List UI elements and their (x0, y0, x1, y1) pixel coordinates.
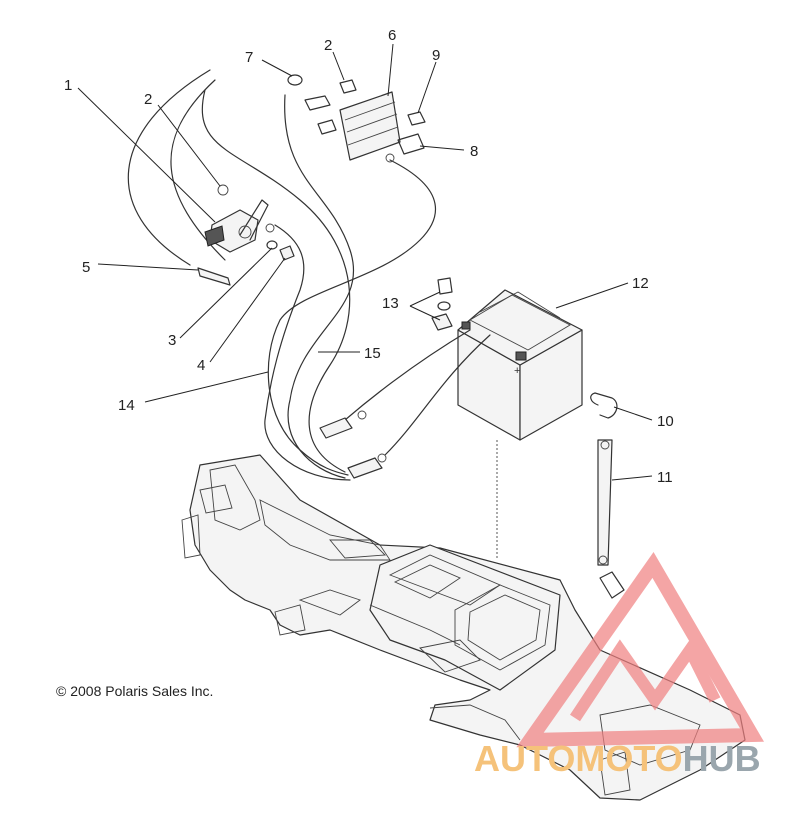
battery: + (457, 289, 583, 560)
callout-11: 11 (657, 469, 673, 486)
callout-12: 12 (632, 275, 649, 292)
floor-tray (181, 454, 746, 801)
callout-labels: 1 2 2 3 4 5 6 7 8 9 10 11 12 13 14 15 (64, 27, 674, 486)
callout-14: 14 (118, 397, 135, 414)
watermark-wordmark: AUTOMOTOHUB (474, 738, 761, 780)
callout-5: 5 (82, 259, 90, 276)
callout-8: 8 (470, 143, 478, 160)
callout-15: 15 (364, 345, 381, 362)
watermark-word-part2: HUB (682, 738, 761, 779)
callout-3: 3 (168, 332, 176, 349)
callout-2a: 2 (144, 91, 152, 108)
cables (127, 69, 491, 481)
watermark-logo (516, 552, 765, 748)
hardware-13 (431, 277, 453, 331)
terminal-block (287, 74, 426, 161)
callout-13: 13 (382, 295, 399, 312)
callout-2b: 2 (324, 37, 332, 54)
leader-lines (77, 43, 653, 481)
battery-terminal-mark: + (514, 365, 520, 377)
callout-4: 4 (197, 357, 205, 374)
copyright-text: © 2008 Polaris Sales Inc. (56, 683, 214, 699)
solenoid (204, 184, 295, 261)
callout-7: 7 (245, 49, 253, 66)
callout-10: 10 (657, 413, 674, 430)
callout-6: 6 (388, 27, 396, 44)
watermark-word-part1: AUTOMOTO (474, 738, 683, 779)
callout-1: 1 (64, 77, 72, 94)
callout-9: 9 (432, 47, 440, 64)
hold-down-strap (590, 392, 625, 599)
